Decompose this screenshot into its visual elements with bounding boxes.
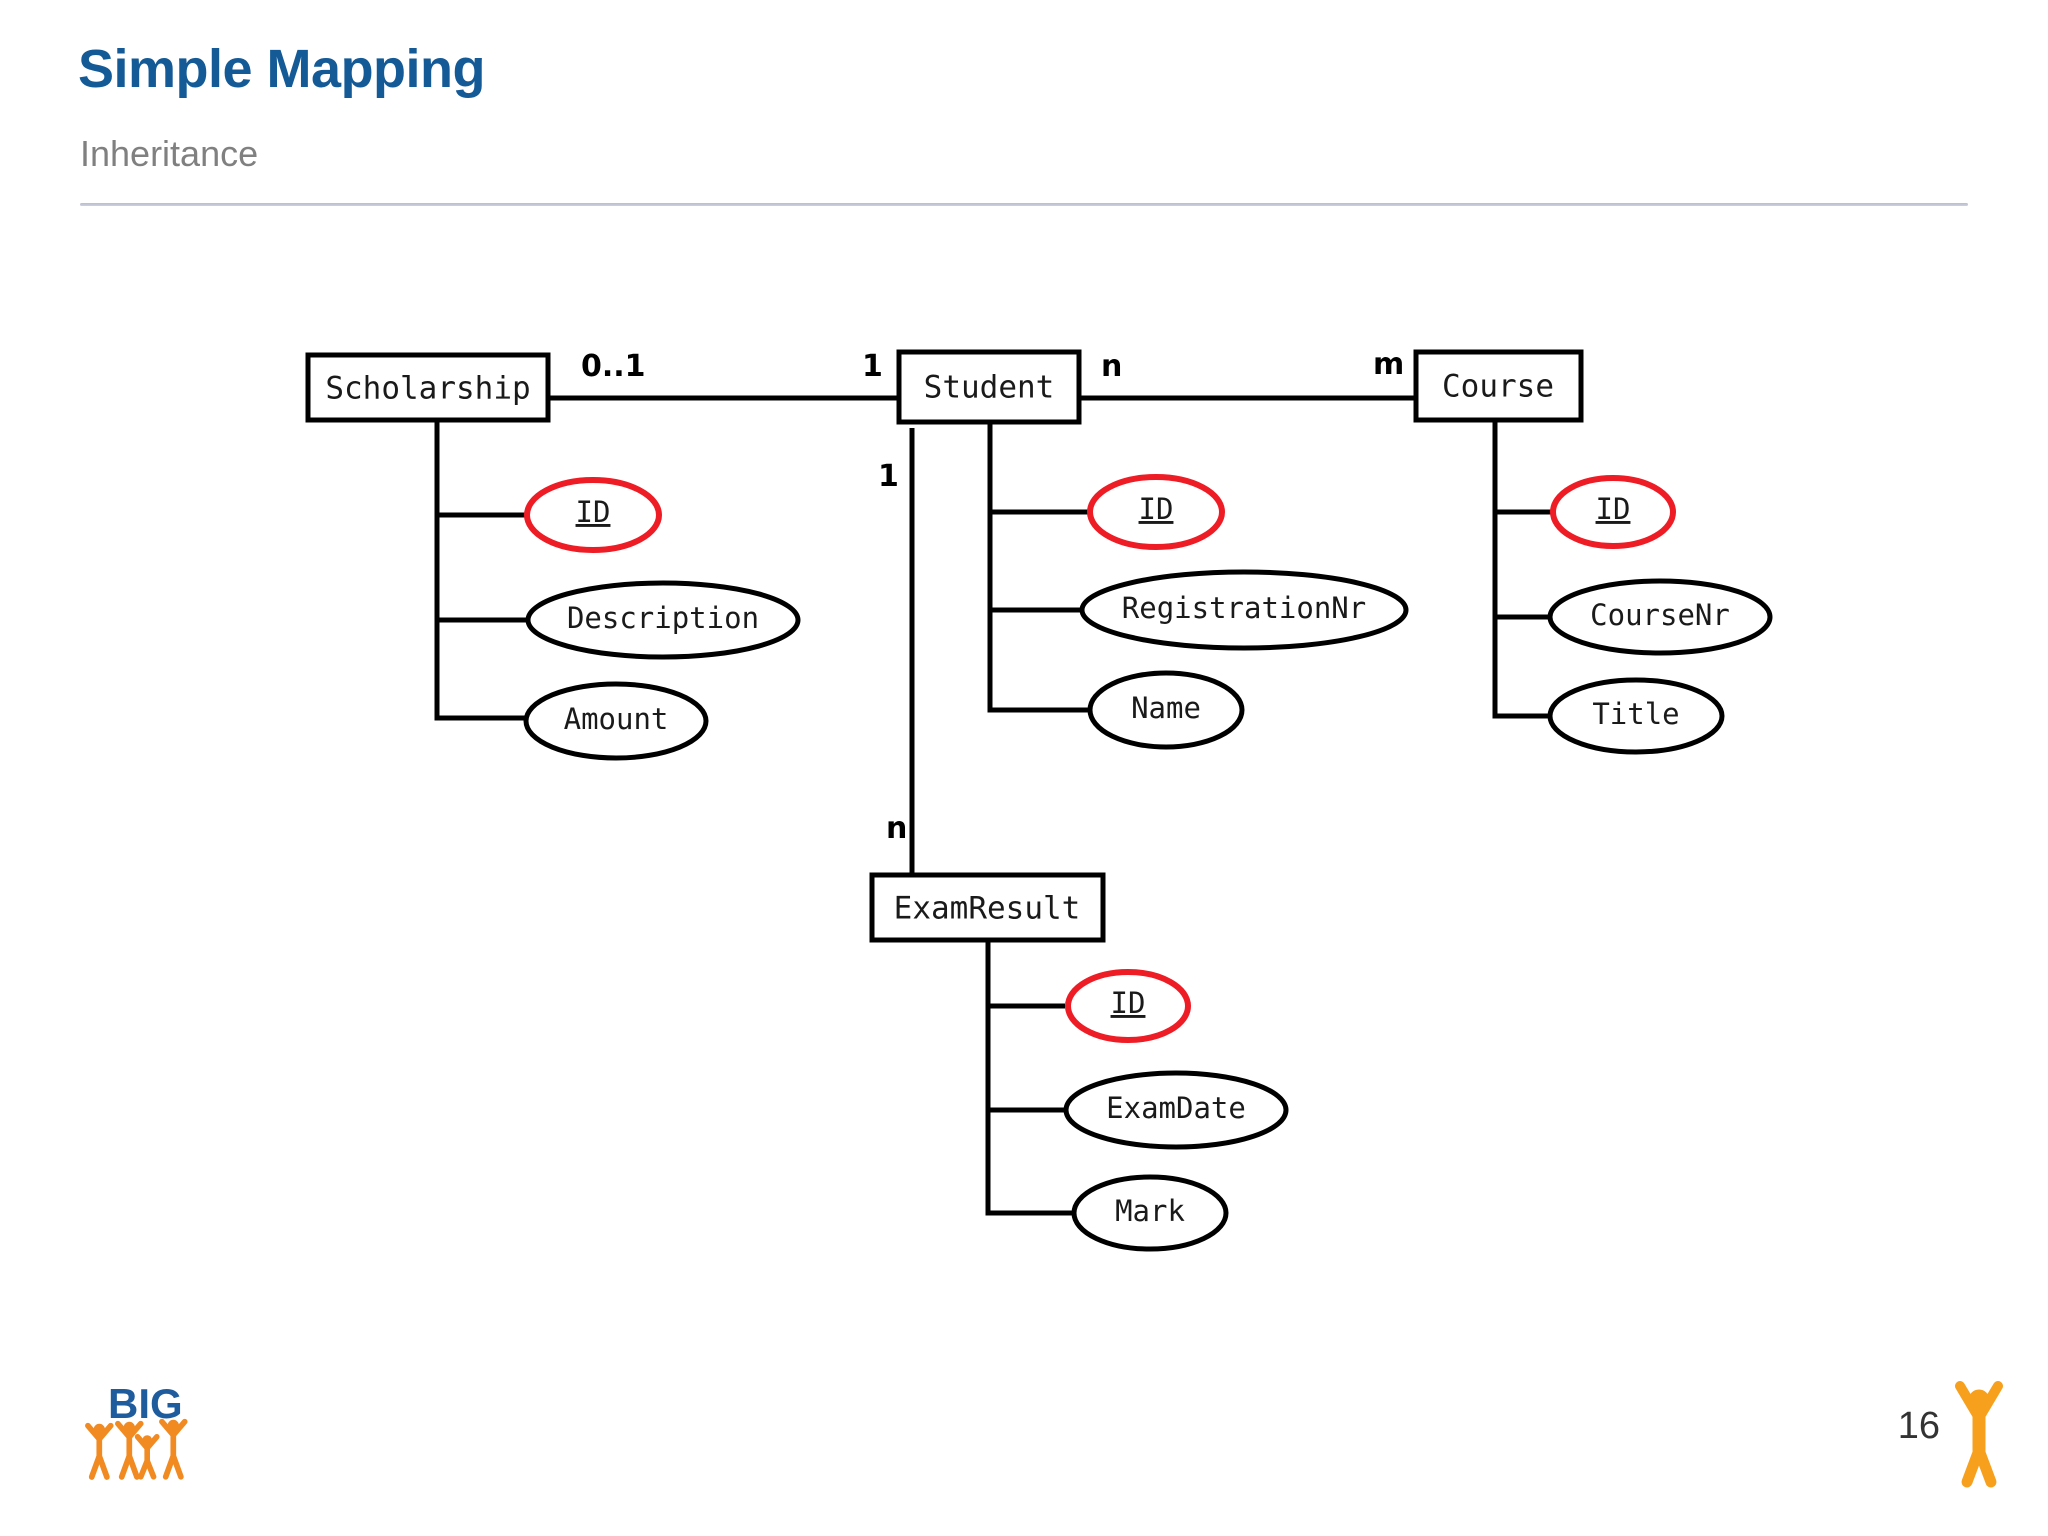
- attribute-label-student-name: Name: [1131, 691, 1201, 725]
- header-divider: [80, 203, 1968, 206]
- cardinality-scholarship-side: 0..1: [581, 349, 646, 384]
- entity-label-course: Course: [1442, 369, 1554, 405]
- attribute-label-course-title: Title: [1592, 697, 1679, 731]
- attribute-label-student-registrationnr: RegistrationNr: [1122, 591, 1366, 625]
- cardinality-course-left: m: [1373, 347, 1404, 382]
- attribute-ellipse-student-id[interactable]: [1087, 474, 1225, 550]
- attribute-label-scholarship-amount: Amount: [564, 702, 669, 736]
- attribute-label-examresult-examdate: ExamDate: [1106, 1091, 1246, 1125]
- big-logo-text: BIG: [108, 1380, 183, 1427]
- cardinality-student-left: 1: [862, 349, 883, 384]
- cardinality-student-down: 1: [878, 459, 899, 494]
- page-number: 16: [1897, 1405, 1940, 1447]
- attribute-ellipse-examresult-id[interactable]: [1065, 969, 1191, 1043]
- page-subtitle: Inheritance: [80, 133, 259, 174]
- attribute-ellipse-examresult-mark[interactable]: [1071, 1174, 1229, 1252]
- attr-connector-student: [987, 422, 1090, 713]
- attribute-ellipse-scholarship-description[interactable]: [525, 580, 801, 660]
- attribute-label-scholarship-id: ID: [576, 495, 611, 529]
- attribute-label-examresult-mark: Mark: [1115, 1194, 1185, 1228]
- big-logo: BIG: [78, 1378, 208, 1488]
- entity-label-examresult: ExamResult: [894, 891, 1081, 927]
- attribute-label-course-coursenr: CourseNr: [1590, 598, 1730, 632]
- attribute-ellipse-student-registrationnr[interactable]: [1079, 569, 1409, 651]
- entity-label-scholarship: Scholarship: [325, 371, 530, 407]
- page-title: Simple Mapping: [78, 39, 486, 99]
- attribute-ellipse-course-coursenr[interactable]: [1547, 578, 1773, 656]
- attr-connector-scholarship: [434, 420, 525, 721]
- attribute-label-scholarship-description: Description: [567, 601, 759, 635]
- attribute-ellipse-scholarship-amount[interactable]: [523, 681, 709, 761]
- attribute-label-examresult-id: ID: [1111, 986, 1146, 1020]
- attr-connector-course: [1492, 420, 1553, 719]
- attribute-ellipse-student-name[interactable]: [1087, 670, 1245, 750]
- entity-label-student: Student: [924, 370, 1055, 406]
- attribute-label-student-id: ID: [1139, 492, 1174, 526]
- attribute-ellipse-course-title[interactable]: [1547, 677, 1725, 755]
- footer-figure-icon: [1950, 1378, 2008, 1490]
- attribute-ellipse-course-id[interactable]: [1550, 475, 1676, 549]
- attribute-label-course-id: ID: [1596, 492, 1631, 526]
- attribute-ellipse-scholarship-id[interactable]: [524, 477, 662, 553]
- big-logo-figures: [85, 1418, 188, 1480]
- cardinality-examresult-up: n: [886, 811, 907, 846]
- cardinality-student-right: n: [1101, 349, 1122, 384]
- attr-connector-examresult: [985, 940, 1075, 1216]
- attribute-ellipse-examresult-examdate[interactable]: [1063, 1070, 1289, 1150]
- entity-box-scholarship[interactable]: [305, 352, 551, 423]
- entity-box-course[interactable]: [1413, 349, 1584, 423]
